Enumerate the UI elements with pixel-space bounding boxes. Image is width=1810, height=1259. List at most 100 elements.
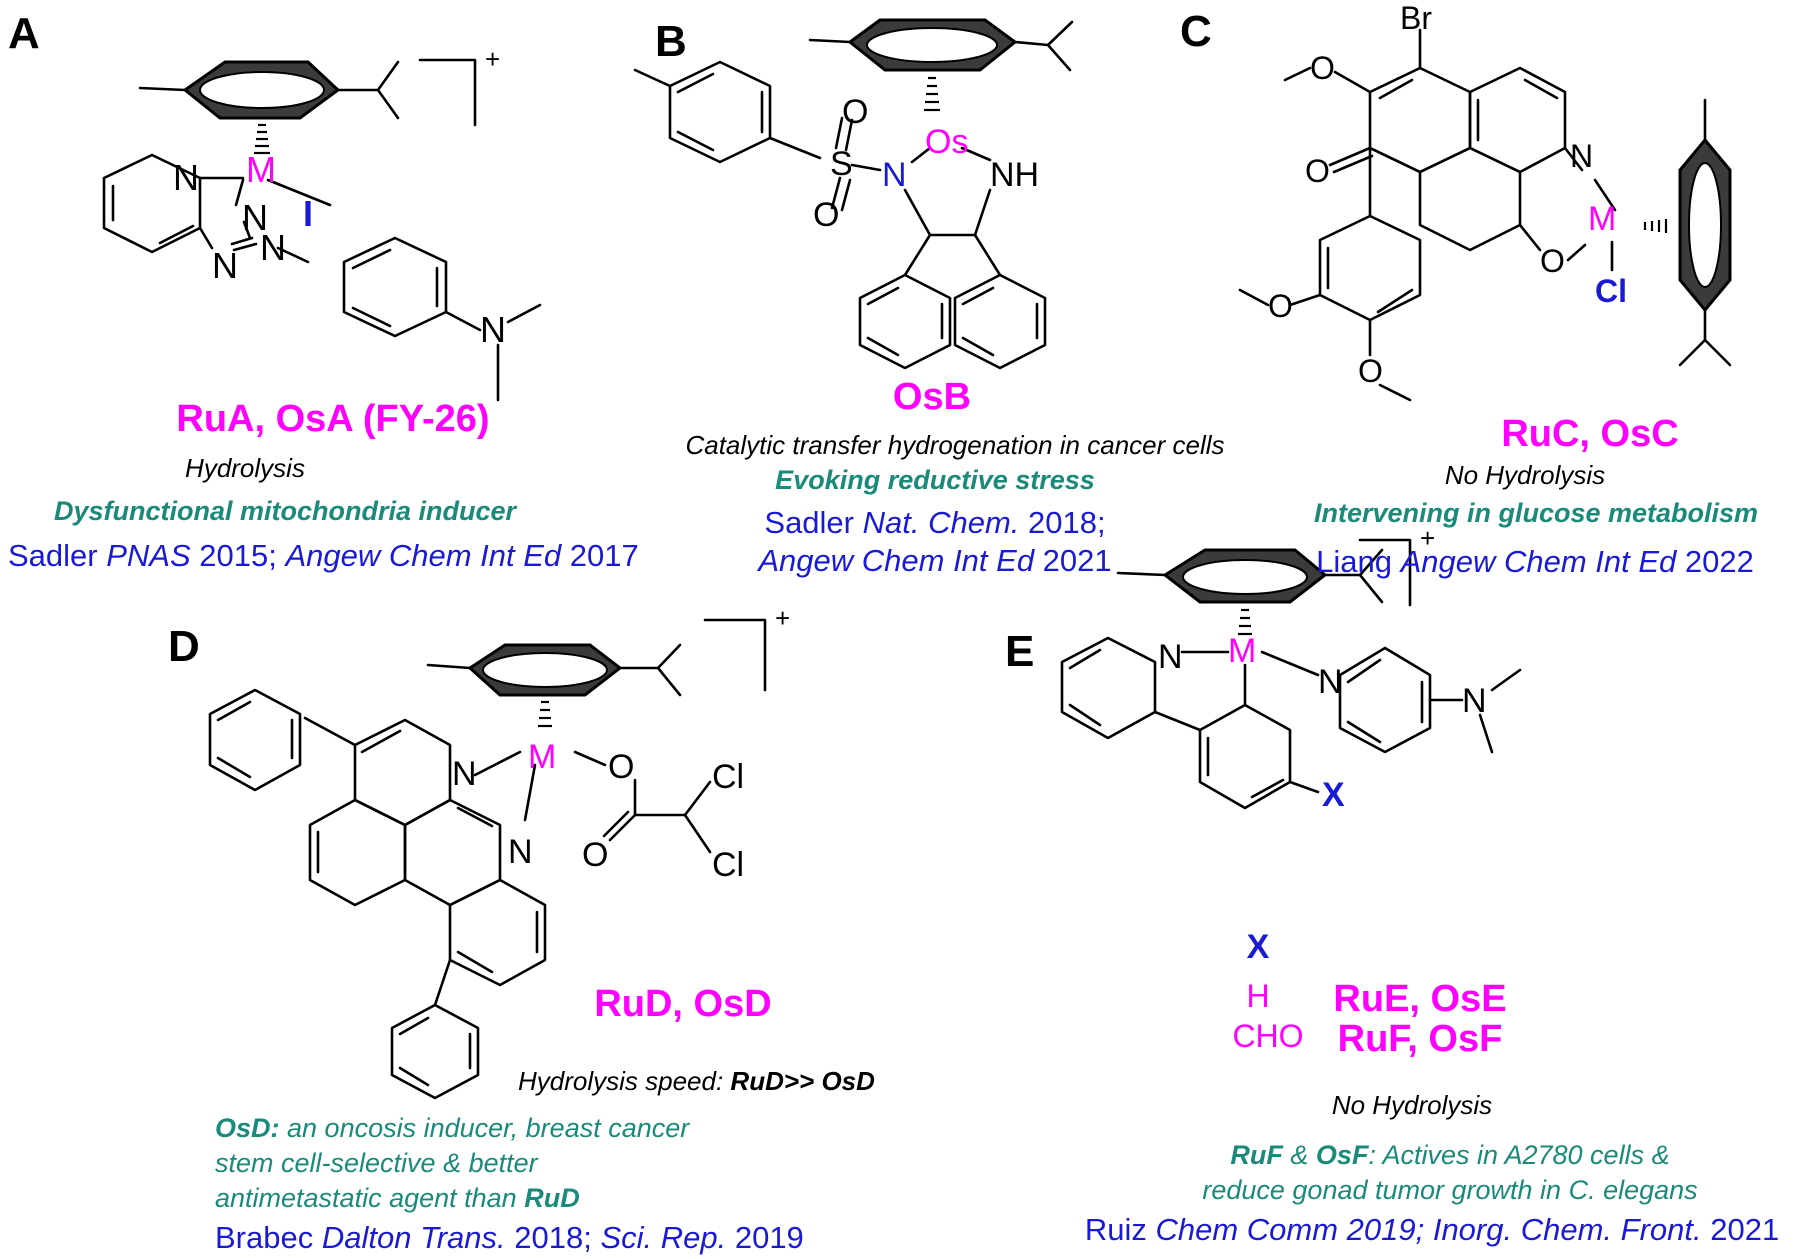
panel-b-compound-name: OsB	[892, 376, 972, 418]
oxygen-bridge-label-c: O	[1540, 243, 1565, 279]
panel-d-compound-name: RuD, OsD	[594, 983, 772, 1025]
mech-e-amp: &	[1282, 1140, 1316, 1170]
panel-c-mechanism: Intervening in glucose metabolism	[1313, 498, 1759, 528]
sulfur-label-b: S	[830, 145, 853, 183]
panel-d-charge: +	[775, 603, 791, 633]
nitrogen-label-e2: N	[1318, 663, 1343, 701]
chlorine-label-d1: Cl	[712, 758, 745, 796]
panel-e-compound-name-1: RuE, OsE	[1333, 978, 1507, 1020]
methoxy-oxygen-label-c3: O	[1358, 353, 1383, 389]
substituent-x-label-e: X	[1322, 776, 1345, 814]
structure-d	[208, 618, 767, 1100]
triazene-n-label-a1: N	[242, 197, 268, 238]
oxygen-label-d1: O	[608, 748, 635, 786]
panel-e-compound-name-2: RuF, OsF	[1337, 1018, 1503, 1060]
metal-label-c: M	[1588, 200, 1617, 238]
structure-c	[1238, 28, 1732, 402]
panel-e-charge: +	[1420, 523, 1436, 553]
panel-b-reference-line2: Angew Chem Int Ed 2021	[758, 545, 1111, 576]
panel-c-reference: Liang Angew Chem Int Ed 2022	[1316, 546, 1754, 577]
panel-e-mechanism-line2: reduce gonad tumor growth in C. elegans	[1202, 1175, 1698, 1205]
nitrogen-label-c: N	[1570, 138, 1594, 174]
panel-a-mechanism: Dysfunctional mitochondria inducer	[53, 496, 517, 526]
amine-label-b: NH	[990, 156, 1040, 194]
structure-b	[633, 18, 1074, 370]
ref-d-year-2: 2019	[726, 1220, 804, 1255]
chlorine-label-d2: Cl	[712, 846, 745, 884]
panel-a-letter: A	[8, 9, 40, 58]
panel-b-letter: B	[655, 17, 687, 66]
mech-d-compound-2: RuD	[524, 1183, 580, 1213]
panel-b-reference-line1: Sadler Nat. Chem. 2018;	[764, 507, 1105, 538]
ref-a-author: Sadler	[8, 538, 107, 573]
ref-b-year-2: 2021	[1034, 543, 1112, 578]
mech-d-compound: OsD:	[215, 1113, 280, 1143]
panel-d-mechanism-line1: OsD: an oncosis inducer, breast cancer	[215, 1115, 689, 1142]
panel-b-catalysis-note: Catalytic transfer hydrogenation in canc…	[685, 430, 1225, 460]
metal-label-a: M	[246, 149, 276, 190]
ref-d-journal-2: Sci. Rep.	[600, 1220, 727, 1255]
mech-e-text-1: : Actives in A2780 cells &	[1368, 1140, 1670, 1170]
panel-c-compound-name: RuC, OsC	[1501, 413, 1679, 455]
bromine-label-c: Br	[1400, 0, 1432, 36]
metal-label-d: M	[528, 738, 557, 776]
ref-c-year: 2022	[1676, 544, 1754, 579]
ref-c-journal: Angew Chem Int Ed	[1400, 544, 1677, 579]
panel-d-hydrolysis-note: Hydrolysis speed: RuD>> OsD	[518, 1068, 875, 1094]
panel-c-letter: C	[1180, 7, 1212, 56]
structure-e	[1060, 538, 1522, 810]
nitrogen-label-d1: N	[452, 755, 477, 793]
panel-e-reference: Ruiz Chem Comm 2019; Inorg. Chem. Front.…	[1085, 1214, 1779, 1245]
metal-label-b: Os	[925, 123, 969, 161]
nitrogen-label-b: N	[882, 156, 907, 194]
ref-a-year-1: 2015;	[190, 538, 286, 573]
nitrogen-label-d2: N	[508, 833, 533, 871]
panel-d-mechanism-line2: stem cell-selective & better	[215, 1148, 538, 1178]
nitrogen-label-e3: N	[1462, 682, 1487, 720]
ref-e-year: 2021	[1701, 1212, 1780, 1247]
ref-a-journal-2: Angew Chem Int Ed	[285, 538, 562, 573]
panel-e-mechanism-line1: RuF & OsF: Actives in A2780 cells &	[1230, 1142, 1669, 1169]
chloride-label-c: Cl	[1595, 273, 1627, 309]
ref-b-journal-1: Nat. Chem.	[862, 505, 1020, 540]
nitrogen-label-e1: N	[1158, 638, 1183, 676]
ref-a-journal-1: PNAS	[106, 538, 191, 573]
ref-d-year-1: 2018;	[505, 1220, 601, 1255]
mech-d-text-3: antimetastatic agent than	[215, 1183, 525, 1213]
panel-d-mechanism-line3: antimetastatic agent than RuD	[215, 1185, 580, 1212]
ref-c-author: Liang	[1316, 544, 1401, 579]
mech-e-compound-1: RuF	[1230, 1140, 1283, 1170]
substituent-x-header: X	[1246, 928, 1270, 966]
ref-b-author: Sadler	[764, 505, 863, 540]
hydrolysis-speed-value: RuD>> OsD	[730, 1066, 875, 1096]
mech-d-text-1: an oncosis inducer, breast cancer	[279, 1113, 690, 1143]
panel-a-reference: Sadler PNAS 2015; Angew Chem Int Ed 2017	[8, 540, 639, 571]
structure-a	[102, 58, 542, 402]
ref-e-author: Ruiz	[1084, 1212, 1156, 1247]
triazene-n-label-a3: N	[212, 245, 238, 286]
panel-d-reference: Brabec Dalton Trans. 2018; Sci. Rep. 201…	[215, 1222, 804, 1253]
panel-a-compound-name: RuA, OsA (FY-26)	[176, 398, 490, 440]
ref-d-author: Brabec	[215, 1220, 322, 1255]
panel-b-mechanism: Evoking reductive stress	[775, 465, 1095, 495]
substituent-value-cho: CHO	[1232, 1018, 1304, 1054]
iodide-label-a: I	[303, 193, 314, 234]
ref-e-journals: Chem Comm 2019; Inorg. Chem. Front.	[1155, 1212, 1702, 1247]
mech-e-compound-2: OsF	[1315, 1140, 1369, 1170]
ref-b-year-1: 2018;	[1019, 505, 1106, 540]
panel-d-letter: D	[168, 622, 200, 671]
hydrolysis-speed-label: Hydrolysis speed:	[518, 1066, 731, 1096]
panel-a-charge: +	[485, 44, 501, 74]
panel-c-hydrolysis-note: No Hydrolysis	[1444, 460, 1606, 490]
panel-e-hydrolysis-note: No Hydrolysis	[1331, 1090, 1493, 1120]
methoxy-oxygen-label-c1: O	[1310, 50, 1335, 86]
ref-d-journal-1: Dalton Trans.	[321, 1220, 506, 1255]
oxygen-label-b2: O	[813, 196, 840, 234]
ref-a-year-2: 2017	[561, 538, 639, 573]
panel-e-letter: E	[1005, 627, 1035, 676]
triazene-n-label-a2: N	[260, 227, 286, 268]
pyridine-n-label-a: N	[173, 157, 199, 198]
metal-label-e: M	[1228, 632, 1257, 670]
substituent-value-h: H	[1246, 978, 1270, 1014]
